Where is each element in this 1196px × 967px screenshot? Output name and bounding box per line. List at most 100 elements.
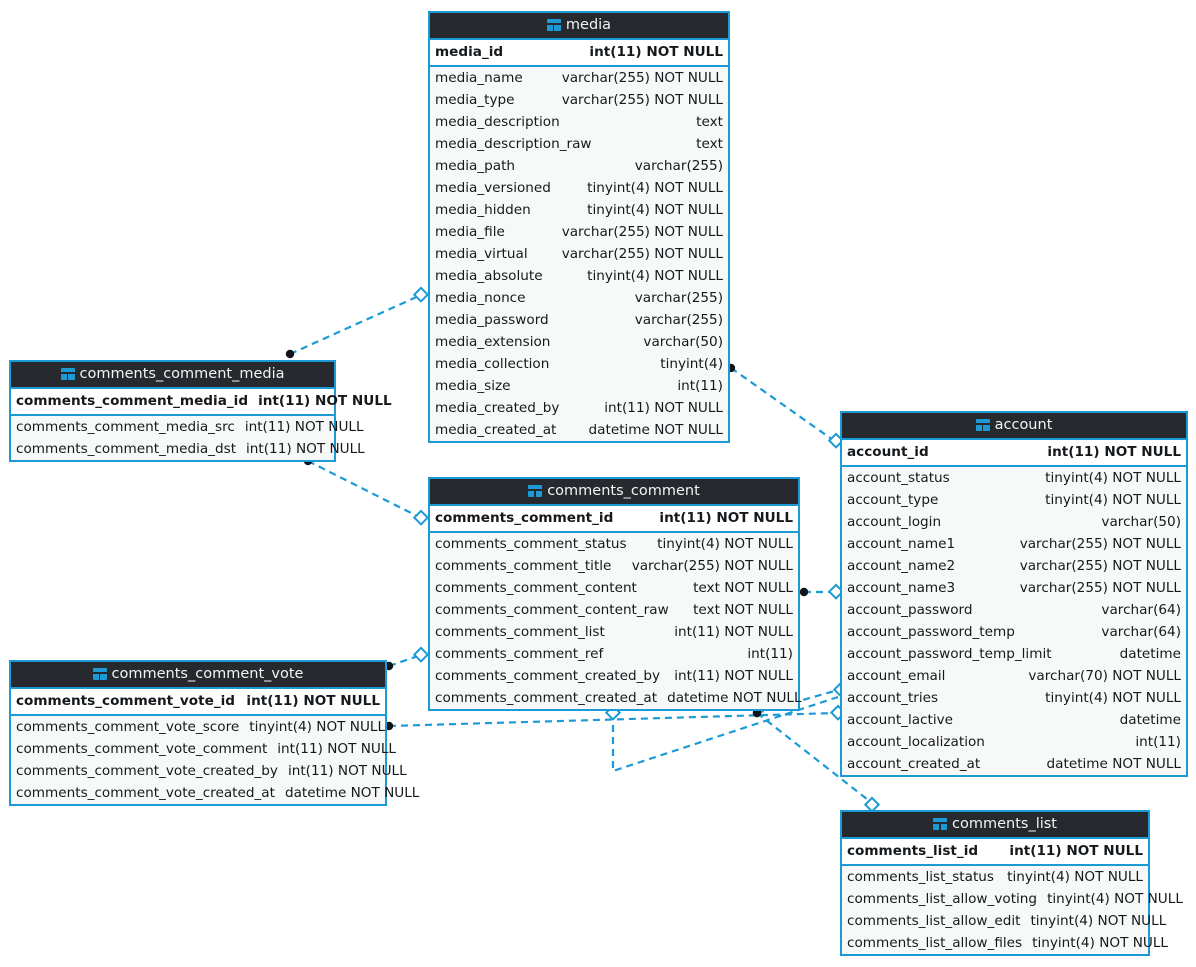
primary-key-row: comments_comment_media_id int(11) NOT NU… <box>11 387 392 416</box>
relationship-comments_comment-account[interactable] <box>799 583 845 600</box>
field-name: media_description_raw <box>435 136 592 152</box>
field-type: int(11) NOT NULL <box>246 441 365 457</box>
field-name: account_name3 <box>847 580 956 596</box>
field-type: varchar(64) <box>1101 624 1181 640</box>
field-name: media_description <box>435 114 560 130</box>
edge-line <box>730 367 834 441</box>
field-name: account_name2 <box>847 558 956 574</box>
relationship-comments_comment_vote-comments_comment[interactable] <box>384 646 430 671</box>
field-name: media_created_by <box>435 400 560 416</box>
field-name: comments_comment_status <box>435 536 627 552</box>
field-name: comments_comment_vote_id <box>16 693 236 709</box>
entity-table-comments_comment_vote[interactable]: comments_comment_vote comments_comment_v… <box>9 660 419 806</box>
field-name: media_hidden <box>435 202 531 218</box>
field-name: account_localization <box>847 734 985 750</box>
field-type: varchar(50) <box>1101 514 1181 530</box>
field-name: media_nonce <box>435 290 526 306</box>
field-type: text <box>696 114 723 130</box>
field-name: account_password_temp <box>847 624 1015 640</box>
entity-header-comments_comment: comments_comment <box>430 479 798 504</box>
table-row: comments_list_allow_voting tinyint(4) NOT… <box>842 888 1183 910</box>
field-name: comments_comment_list <box>435 624 605 640</box>
field-type: int(11) NOT NULL <box>246 693 380 709</box>
field-type: int(11) NOT NULL <box>244 419 364 435</box>
table-row: account_name3 varchar(255) NOT NULL <box>842 577 1186 599</box>
relationship-comments_comment_media-media[interactable] <box>285 286 430 359</box>
table-row: account_lactive datetime <box>842 709 1186 731</box>
field-type: varchar(70) NOT NULL <box>1028 668 1181 684</box>
field-name: comments_comment_media_id <box>16 393 249 409</box>
field-name: comments_comment_media_dst <box>16 441 237 457</box>
field-name: account_lactive <box>847 712 954 728</box>
field-name: comments_list_allow_voting <box>847 891 1038 907</box>
relationship-media-account[interactable] <box>726 363 845 449</box>
table-row: comments_comment_content_raw text NOT NUL… <box>430 599 798 621</box>
field-type: int(11) <box>747 646 793 662</box>
entity-title: comments_comment <box>547 483 700 499</box>
entity-table-comments_comment_media[interactable]: comments_comment_media comments_comment_… <box>9 360 392 462</box>
field-name: account_tries <box>847 690 939 706</box>
table-icon <box>546 19 561 31</box>
field-name: media_size <box>435 378 511 394</box>
table-icon <box>92 668 107 680</box>
entity-header-media: media <box>430 13 728 38</box>
field-type: datetime NOT NULL <box>1046 756 1181 772</box>
field-name: account_created_at <box>847 756 981 772</box>
field-type: tinyint(4) <box>660 356 723 372</box>
field-type: int(11) <box>1135 734 1181 750</box>
field-name: comments_comment_created_by <box>435 668 661 684</box>
field-type: tinyint(4) NOT NULL <box>1047 891 1183 907</box>
primary-key-row: account_id int(11) NOT NULL <box>842 438 1186 467</box>
entity-table-account[interactable]: account account_id int(11) NOT NULL acco… <box>840 411 1188 777</box>
field-name: media_absolute <box>435 268 543 284</box>
field-type: tinyint(4) NOT NULL <box>1045 470 1181 486</box>
field-type: int(11) NOT NULL <box>659 510 793 526</box>
field-name: media_type <box>435 92 515 108</box>
relationship-comments_comment_media-comments_comment[interactable] <box>303 456 430 526</box>
table-row: account_password_temp varchar(64) <box>842 621 1186 643</box>
field-type: int(11) NOT NULL <box>1047 444 1181 460</box>
field-type: int(11) NOT NULL <box>1009 843 1143 859</box>
field-type: tinyint(4) NOT NULL <box>1045 492 1181 508</box>
field-name: comments_comment_content_raw <box>435 602 669 618</box>
entity-header-comments_comment_media: comments_comment_media <box>11 362 334 387</box>
primary-key-row: comments_list_id int(11) NOT NULL <box>842 837 1148 866</box>
field-name: comments_comment_id <box>435 510 614 526</box>
edge-line <box>388 653 422 668</box>
entity-title: account <box>994 417 1053 433</box>
field-type: text NOT NULL <box>693 602 793 618</box>
entity-table-comments_comment[interactable]: comments_comment comments_comment_id int… <box>428 477 802 711</box>
entity-header-account: account <box>842 413 1186 438</box>
field-type: varchar(255) NOT NULL <box>561 224 723 240</box>
entity-table-comments_list[interactable]: comments_list comments_list_id int(11) N… <box>840 810 1183 956</box>
field-type: int(11) NOT NULL <box>287 763 407 779</box>
field-type: varchar(255) NOT NULL <box>631 558 793 574</box>
field-type: datetime <box>1119 712 1181 728</box>
entity-table-media[interactable]: media media_id int(11) NOT NULL media_na… <box>428 11 730 443</box>
edge-endpoint-dot <box>799 587 809 597</box>
entity-header-comments_comment_vote: comments_comment_vote <box>11 662 385 687</box>
field-type: varchar(255) NOT NULL <box>1019 580 1181 596</box>
field-type: tinyint(4) NOT NULL <box>1030 913 1167 929</box>
field-name: comments_list_id <box>847 843 979 859</box>
